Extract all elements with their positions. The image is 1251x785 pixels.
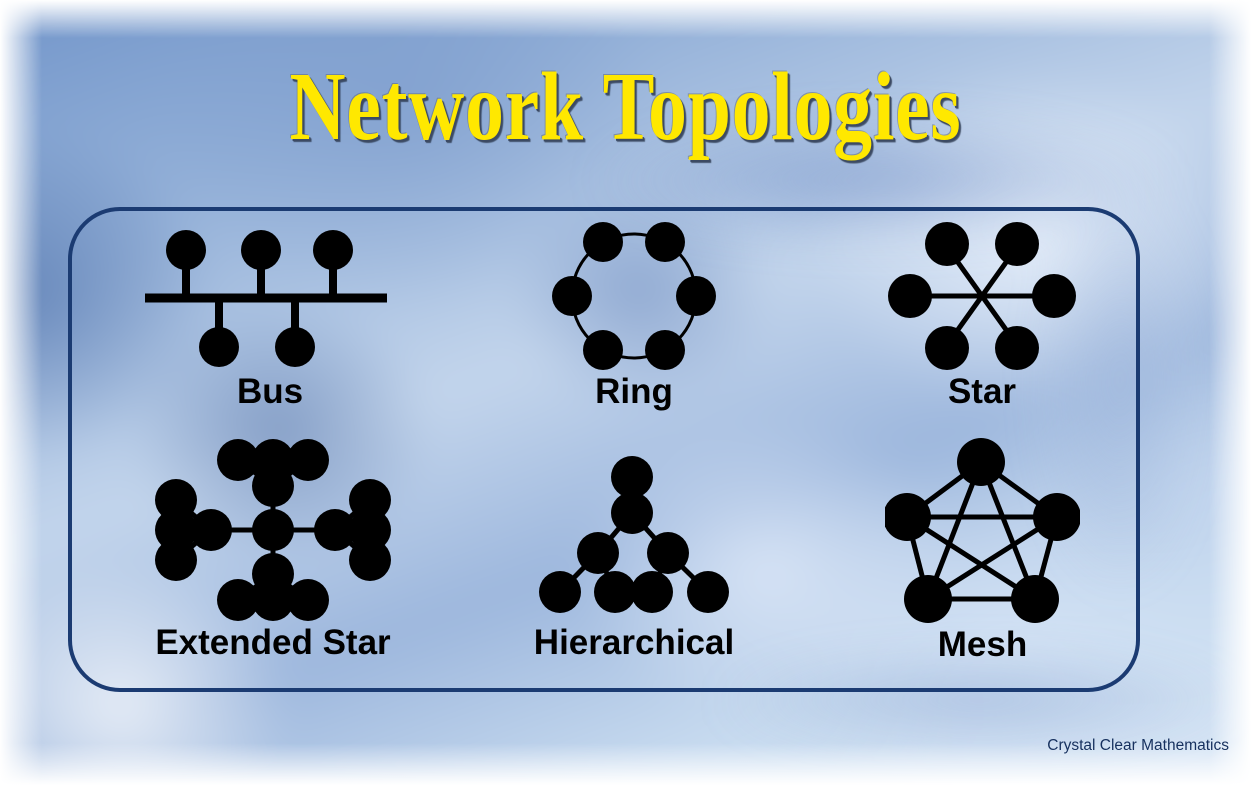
node — [349, 539, 391, 581]
node-root — [611, 456, 653, 498]
topology-label-mesh: Mesh — [937, 625, 1028, 664]
node-subhub — [314, 509, 356, 551]
bus-diagram — [145, 230, 387, 367]
node — [241, 230, 281, 270]
topology-ring: Ring — [534, 212, 734, 409]
node — [1033, 493, 1080, 541]
node — [1011, 575, 1059, 623]
edge — [926, 514, 1059, 602]
topology-label-extended-star: Extended Star — [155, 623, 391, 662]
node — [252, 439, 294, 481]
node — [155, 509, 197, 551]
node — [539, 571, 581, 613]
hierarchical-nodes — [539, 456, 729, 613]
node — [199, 327, 239, 367]
node — [1032, 274, 1076, 318]
topology-hierarchical: Hierarchical — [528, 455, 740, 660]
node-hub — [252, 509, 294, 551]
node — [583, 330, 623, 370]
node — [925, 222, 969, 266]
node — [349, 509, 391, 551]
node — [217, 439, 259, 481]
edge — [905, 514, 1037, 602]
node — [155, 539, 197, 581]
edge — [925, 461, 984, 600]
node-subhub — [190, 509, 232, 551]
mesh-diagram — [885, 438, 1080, 623]
node — [925, 326, 969, 370]
ring-nodes — [552, 222, 716, 370]
content-frame — [68, 207, 1140, 692]
star-spokes — [910, 245, 1054, 347]
node — [957, 438, 1005, 486]
star-diagram — [888, 222, 1076, 370]
extended-star-nodes — [155, 439, 391, 621]
node — [287, 579, 329, 621]
node — [583, 222, 623, 262]
edge — [978, 461, 1038, 600]
node — [594, 571, 636, 613]
node — [687, 571, 729, 613]
node — [888, 274, 932, 318]
node — [155, 479, 197, 521]
topology-star: Star — [882, 212, 1082, 409]
node — [287, 439, 329, 481]
node — [166, 230, 206, 270]
topology-label-star: Star — [947, 372, 1017, 411]
node — [252, 579, 294, 621]
node — [645, 330, 685, 370]
topology-label-ring: Ring — [595, 372, 673, 411]
page-title: Network Topologies — [289, 53, 962, 160]
topology-label-hierarchical: Hierarchical — [533, 623, 735, 662]
node — [217, 579, 259, 621]
node — [275, 327, 315, 367]
hierarchical-diagram — [539, 456, 729, 613]
node — [995, 326, 1039, 370]
node — [349, 479, 391, 521]
node — [313, 230, 353, 270]
node — [995, 222, 1039, 266]
topology-mesh: Mesh — [885, 435, 1080, 662]
topology-extended-star: Extended Star — [128, 438, 418, 660]
node — [676, 276, 716, 316]
mesh-nodes — [885, 438, 1080, 623]
ring-diagram — [552, 222, 716, 370]
topology-bus: Bus — [125, 222, 415, 409]
extended-star-diagram — [155, 439, 391, 621]
node — [631, 571, 673, 613]
node — [577, 532, 619, 574]
node — [647, 532, 689, 574]
star-nodes — [888, 222, 1076, 370]
topology-label-bus: Bus — [236, 372, 304, 411]
node — [904, 575, 952, 623]
attribution-text: Crystal Clear Mathematics — [1047, 737, 1229, 754]
bus-nodes — [166, 230, 353, 367]
node — [885, 493, 931, 541]
node — [611, 492, 653, 534]
node — [645, 222, 685, 262]
node — [552, 276, 592, 316]
